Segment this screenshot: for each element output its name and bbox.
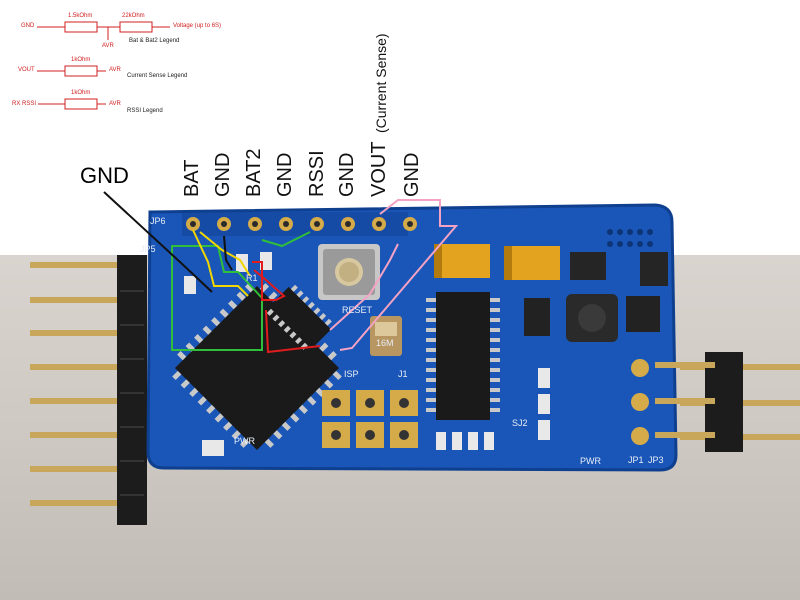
board-label-pwr-left: PWR xyxy=(234,436,255,446)
legend-bat-caption: Bat & Bat2 Legend xyxy=(129,38,180,44)
legend-rssi-rx: RX RSSI xyxy=(12,101,37,107)
board-label-r1: R1 xyxy=(246,273,258,283)
board-label-pwr-right: PWR xyxy=(580,456,601,466)
board-label-jp1: JP1 xyxy=(628,455,644,465)
capacitor-2 xyxy=(504,246,560,280)
legend-bat-r1: 1.5kOhm xyxy=(68,13,93,19)
board-label-jp6: JP6 xyxy=(150,216,166,226)
pin-label-gnd-1: GND xyxy=(212,152,234,197)
legend-schematics xyxy=(37,21,170,110)
pin-label-gnd-3: GND xyxy=(336,152,358,197)
pin-label-vout: VOUT xyxy=(368,141,390,197)
right-header xyxy=(624,352,800,452)
annotation-wires xyxy=(103,191,459,354)
gnd-callout-label: GND xyxy=(80,163,129,188)
legend-current-r: 1kOhm xyxy=(71,57,91,63)
pin-label-rssi: RSSI xyxy=(306,150,328,197)
legend-bat-avr: AVR xyxy=(102,43,114,49)
legend-rssi-caption: RSSI Legend xyxy=(127,108,163,114)
legend-bat-r2: 22kOhm xyxy=(122,13,145,19)
capacitor-1 xyxy=(434,244,490,278)
pin-label-bat2: BAT2 xyxy=(243,148,265,197)
legend-rssi-avr: AVR xyxy=(109,101,121,107)
pin-label-bat: BAT xyxy=(181,159,203,197)
legend-current-vout: VOUT xyxy=(18,67,35,73)
left-header-housing xyxy=(117,255,147,525)
board-label-isp: ISP xyxy=(344,369,359,379)
board-label-jp3: JP3 xyxy=(648,455,664,465)
large-soic-chip xyxy=(426,292,500,420)
legend-rssi-r: 1kOhm xyxy=(71,90,91,96)
pin-label-gnd-4: GND xyxy=(401,152,423,197)
pin-label-gnd-2: GND xyxy=(274,152,296,197)
legend-current-avr: AVR xyxy=(109,67,121,73)
legend-bat-gnd: GND xyxy=(21,23,35,29)
pin-label-current-sense: (Current Sense) xyxy=(373,33,389,133)
isp-pads xyxy=(322,390,418,448)
jp6-header-holes xyxy=(182,212,417,236)
board-label-crystal: 16M xyxy=(376,338,394,348)
reset-button-component xyxy=(318,244,380,300)
board-label-j1: J1 xyxy=(398,369,408,379)
board-label-reset: RESET xyxy=(342,305,373,315)
small-chip xyxy=(266,284,332,350)
legend-bat-voltage: Voltage (up to 6S) xyxy=(173,23,222,29)
left-header-pins xyxy=(30,262,140,506)
board-label-sj2: SJ2 xyxy=(512,418,528,428)
legend-current-caption: Current Sense Legend xyxy=(127,73,188,79)
board-label-jp5: JP5 xyxy=(140,244,156,254)
